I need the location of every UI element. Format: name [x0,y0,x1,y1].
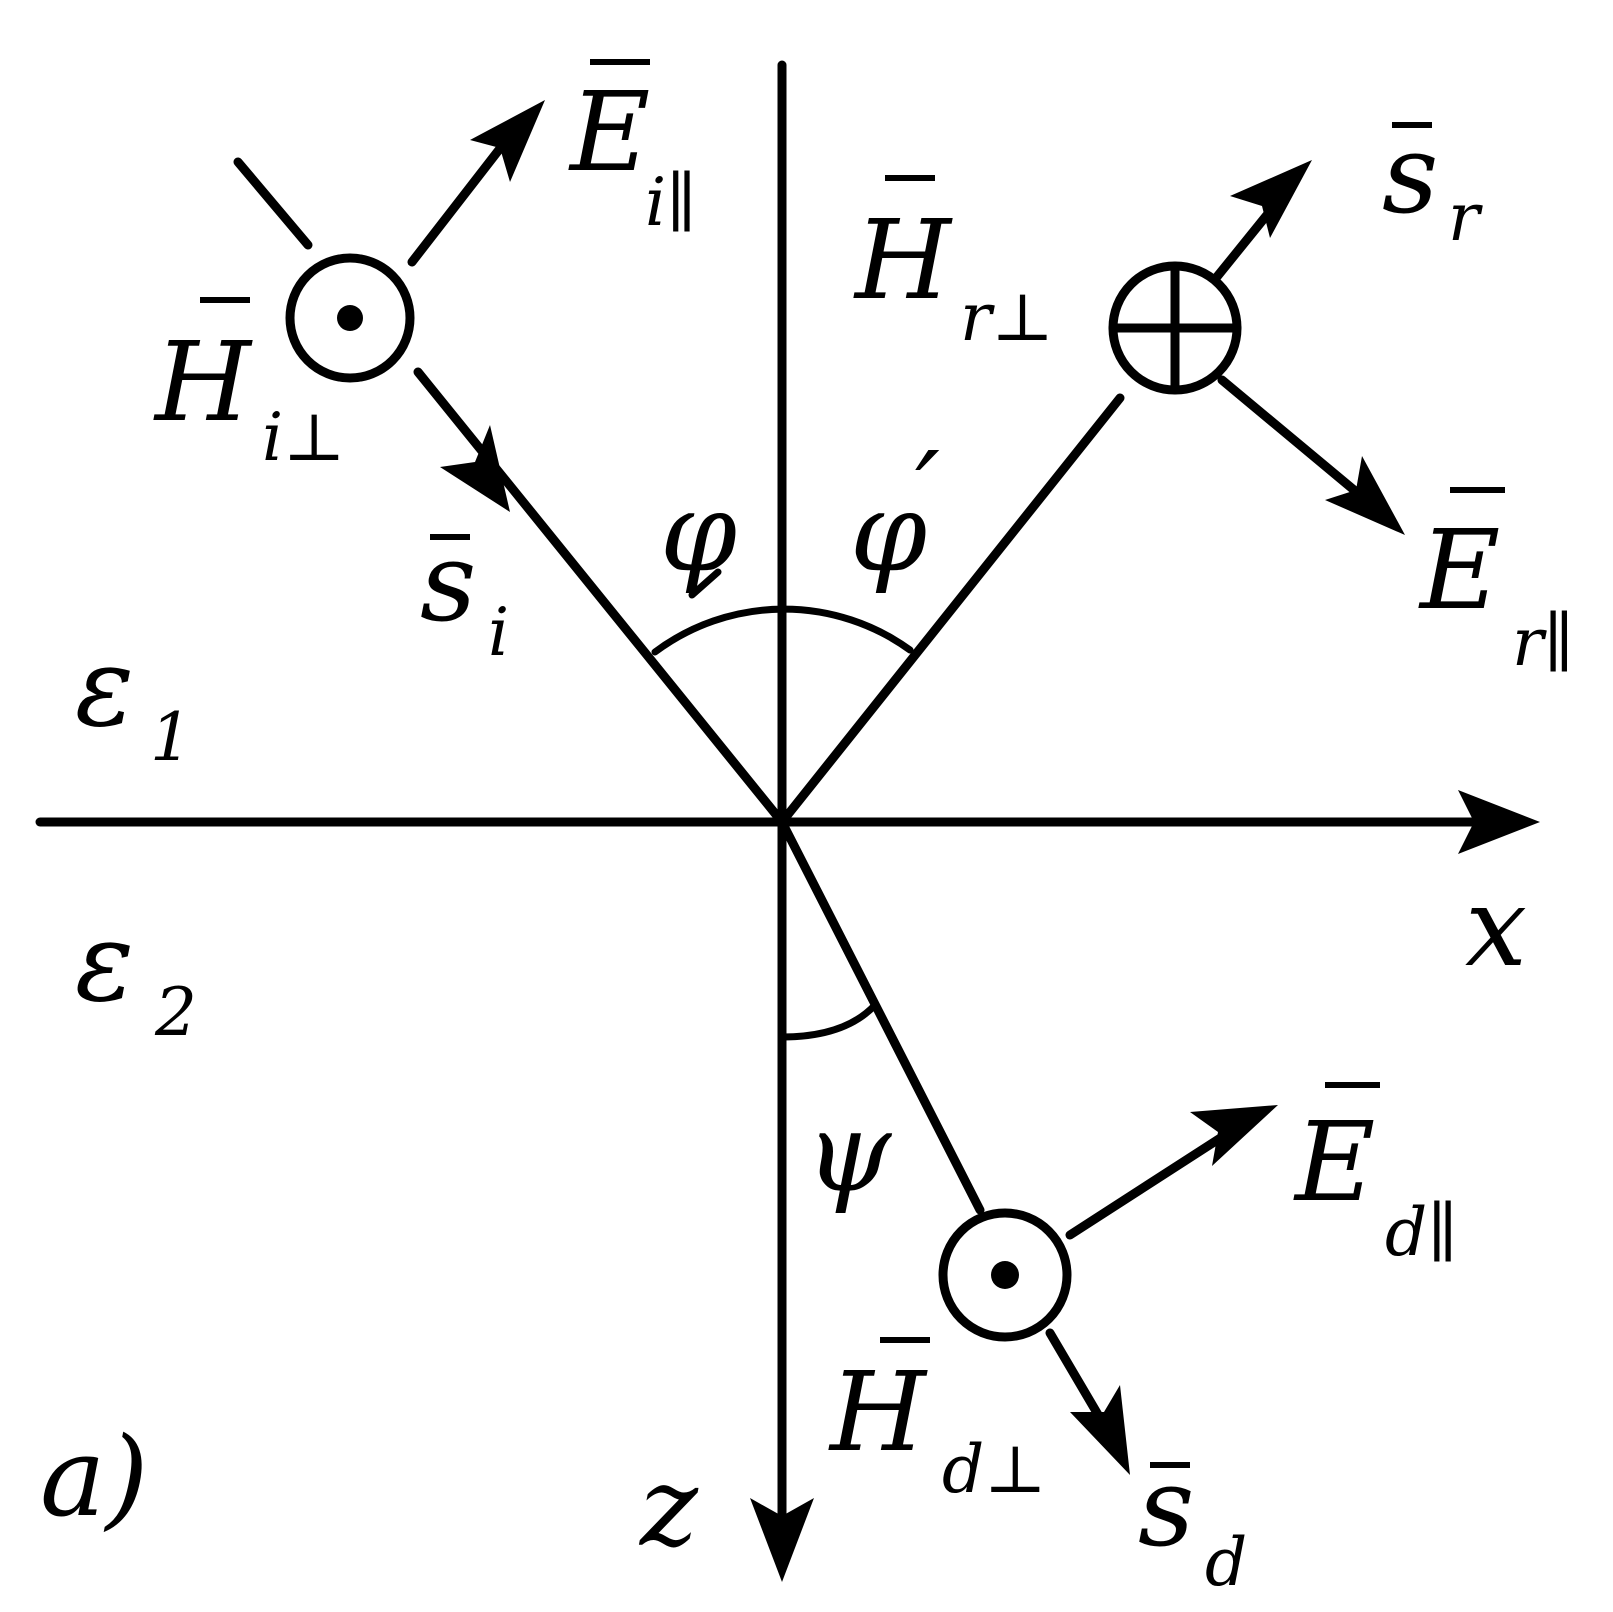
incident-s-arrowhead [440,425,510,512]
incident-E-vector [407,137,510,267]
medium-1-epsilon: ε [75,623,134,751]
reflection-angle-prime: ′ [915,428,940,556]
x-axis-arrowhead [1458,790,1540,854]
refraction-angle-arc [778,1001,879,1041]
refraction-angle-label: ψ [805,1088,893,1216]
reflected-H-letter: H [853,196,953,324]
reflected-E-arrowhead [1325,456,1405,535]
incidence-reflection-angle-arc [651,605,914,656]
reflected-ray [777,393,1125,827]
medium-2-epsilon: ε [75,898,134,1026]
incident-E-arrowhead [470,100,545,182]
transmitted-H-out-of-page-symbol [938,1208,1072,1342]
panel-label: a) [40,1413,149,1541]
incident-H-dot [337,305,363,331]
incident-E-letter: E [568,68,650,196]
transmitted-s-vector [1045,1328,1105,1423]
transmitted-s-arrowhead [1070,1385,1130,1475]
reflected-E-subscript: r∥ [1512,604,1574,681]
transmitted-H-letter: H [828,1348,928,1476]
incident-s-subscript: i [488,594,509,671]
transmitted-H-subscript: d⊥ [942,1431,1046,1508]
z-axis-arrowhead [750,1498,814,1582]
incident-E-tail [233,157,313,250]
transmitted-E-subscript: d∥ [1385,1194,1458,1271]
x-axis-label: x [1465,863,1527,991]
transmitted-E-letter: E [1293,1098,1375,1226]
transmitted-ray [777,817,985,1215]
reflected-s-arrowhead [1230,160,1312,238]
incident-H-subscript: i⊥ [262,399,345,476]
transmitted-H-dot [991,1261,1019,1289]
transmitted-E-arrowhead [1190,1105,1278,1166]
incident-H-out-of-page-symbol [285,253,415,383]
transmitted-E-vector [1065,1130,1230,1240]
transmitted-s-letter: s [1138,1443,1194,1571]
reflection-angle-label: φ [850,468,927,596]
phi-tick [688,568,722,599]
incident-E-subscript: i∥ [645,164,697,241]
reflected-H-subscript: r⊥ [960,279,1054,356]
incident-s-letter: s [420,518,476,646]
reflected-E-vector [1217,375,1365,500]
incidence-angle-label: φ [660,468,737,596]
reflected-E-letter: E [1418,506,1500,634]
incident-ray [413,367,787,827]
transmitted-s-subscript: d [1205,1524,1247,1601]
medium-1-subscript: 1 [150,699,192,776]
reflected-s-subscript: r [1448,179,1483,256]
medium-2-subscript: 2 [154,974,197,1051]
incident-H-letter: H [153,318,253,446]
reflected-s-letter: s [1382,110,1438,238]
z-axis-label: z [638,1443,699,1571]
